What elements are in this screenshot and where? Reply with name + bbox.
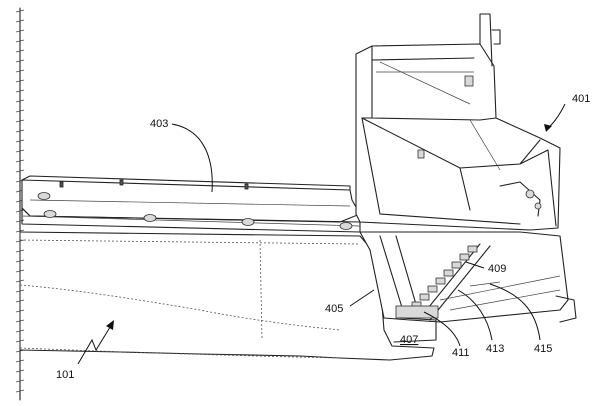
ref-409: 409: [488, 263, 506, 275]
rail-tick: [15, 229, 25, 233]
ref-101: 101: [56, 369, 74, 381]
channel-bolt: [443, 269, 454, 277]
ref-411: 411: [452, 347, 470, 359]
rail-tick: [15, 219, 25, 223]
arrowhead-401: [544, 124, 552, 132]
rail-tick: [15, 209, 25, 213]
channel-bolt: [427, 285, 438, 293]
leader-411: [423, 311, 461, 347]
leader-413: [457, 289, 493, 341]
plate-bolt: [241, 218, 255, 226]
rail-tick: [15, 109, 25, 113]
leader-405: [349, 289, 375, 307]
ref-405: 405: [325, 303, 343, 315]
arrowhead-101: [106, 320, 114, 330]
rail-tick: [15, 149, 25, 153]
leader-401: [547, 103, 566, 129]
rail-tick: [15, 99, 25, 103]
rail-tick: [15, 9, 25, 13]
rail-tick: [15, 49, 25, 53]
channel-bolt: [451, 261, 462, 269]
rail-tick: [15, 139, 25, 143]
channel-assembly: [359, 231, 577, 343]
rail-tick: [15, 159, 25, 163]
rail-tick: [15, 129, 25, 133]
housing-401: [355, 13, 561, 231]
plate-stud: [244, 183, 249, 190]
ref-403: 403: [150, 118, 168, 130]
ref-415: 415: [534, 343, 552, 355]
ref-401: 401: [572, 93, 590, 105]
rail-tick: [15, 59, 25, 63]
rail-tick: [15, 379, 25, 383]
channel-bolt: [435, 277, 446, 285]
plate-bolt: [339, 222, 353, 230]
leader-lines: [77, 103, 566, 365]
ref-413: 413: [486, 343, 504, 355]
channel-bolt: [467, 245, 478, 253]
rail-tick: [15, 19, 25, 23]
channel-bolt: [459, 253, 470, 261]
rail-tick: [15, 79, 25, 83]
plate-bolt: [37, 192, 51, 200]
rail-tick: [15, 389, 25, 393]
rail-tick: [15, 169, 25, 173]
rail-tick: [15, 359, 25, 363]
rail-tick: [15, 89, 25, 93]
rail-tick: [15, 369, 25, 373]
rail-tick: [15, 29, 25, 33]
ref-407: 407: [400, 334, 418, 346]
plate-bolt: [43, 210, 57, 218]
upper-plate: [21, 175, 361, 233]
rail-tick: [15, 69, 25, 73]
channel-bolt: [419, 293, 430, 301]
leader-101: [77, 323, 113, 365]
plate-stud: [59, 181, 64, 188]
leader-403: [171, 123, 213, 193]
leader-415: [489, 283, 541, 341]
plate-stud: [119, 179, 124, 186]
rail-tick: [15, 39, 25, 43]
leader-409: [465, 261, 485, 269]
rail-tick: [15, 119, 25, 123]
plate-bolt: [143, 214, 157, 222]
